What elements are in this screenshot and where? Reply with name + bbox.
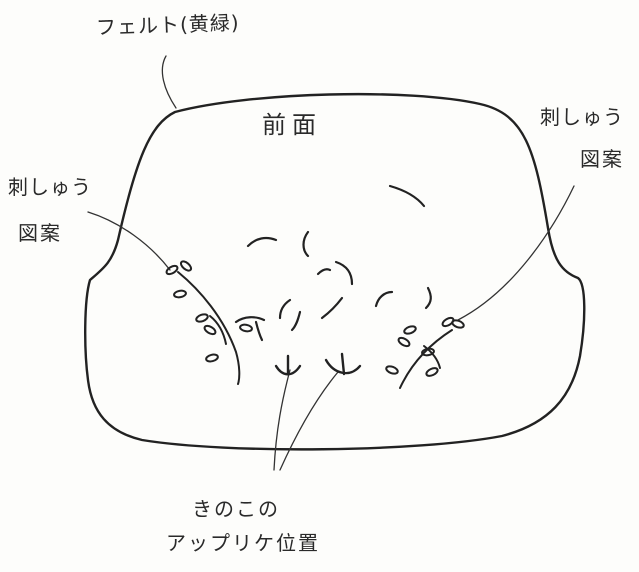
stitch-mark xyxy=(254,320,264,342)
stitch-mark xyxy=(316,268,332,276)
stitch-mark xyxy=(278,298,292,320)
embroidery-leaf xyxy=(195,313,209,323)
embroidery-leaf xyxy=(397,336,411,348)
embroidery-leaf xyxy=(403,325,417,335)
front-label: 前面 xyxy=(262,111,322,139)
leader-line-mushroom-1 xyxy=(273,369,291,471)
stitch-mark xyxy=(388,184,426,208)
embroidery-leaf xyxy=(179,260,193,272)
stitch-mark xyxy=(290,310,302,332)
embroidery-label-left-line2: 図案 xyxy=(18,221,62,245)
embroidery-stem-left-branch xyxy=(209,315,227,345)
felt-leader-line xyxy=(161,55,177,109)
stitch-mark xyxy=(302,230,310,258)
embroidery-label-left-line1: 刺しゅう xyxy=(8,175,92,199)
embroidery-leaf xyxy=(165,264,179,276)
embroidery-stem-right xyxy=(399,329,453,389)
stitch-mark xyxy=(374,290,394,308)
embroidery-leaf xyxy=(239,323,253,333)
stitch-mark xyxy=(334,260,354,286)
embroidery-leaf xyxy=(173,289,187,299)
stitch-mark xyxy=(320,296,344,320)
leader-line-embroidery-left xyxy=(87,211,171,271)
embroidery-stem-left xyxy=(177,271,241,385)
mushroom-label-line2: アップリケ位置 xyxy=(166,531,320,555)
mushroom-mark xyxy=(340,352,346,376)
embroidery-leaf xyxy=(421,347,435,357)
embroidery-leaf xyxy=(205,353,219,363)
embroidery-label-right-line2: 図案 xyxy=(580,147,624,171)
embroidery-leaf xyxy=(425,367,439,377)
embroidery-label-right-line1: 刺しゅう xyxy=(540,105,624,129)
stitch-mark xyxy=(424,286,432,310)
stitch-mark xyxy=(246,236,278,248)
mushroom-mark xyxy=(324,358,362,375)
mushroom-label-line1: きのこの xyxy=(192,497,280,521)
leader-line-embroidery-right xyxy=(457,185,575,321)
stitch-mark xyxy=(234,316,266,324)
leader-line-mushroom-2 xyxy=(279,371,339,471)
embroidery-leaf xyxy=(441,316,455,328)
embroidery-leaf xyxy=(451,319,465,329)
embroidery-stem-right-branch xyxy=(423,345,441,369)
embroidery-leaf xyxy=(203,324,217,336)
felt-outline xyxy=(84,92,586,451)
embroidery-leaf xyxy=(385,365,399,375)
